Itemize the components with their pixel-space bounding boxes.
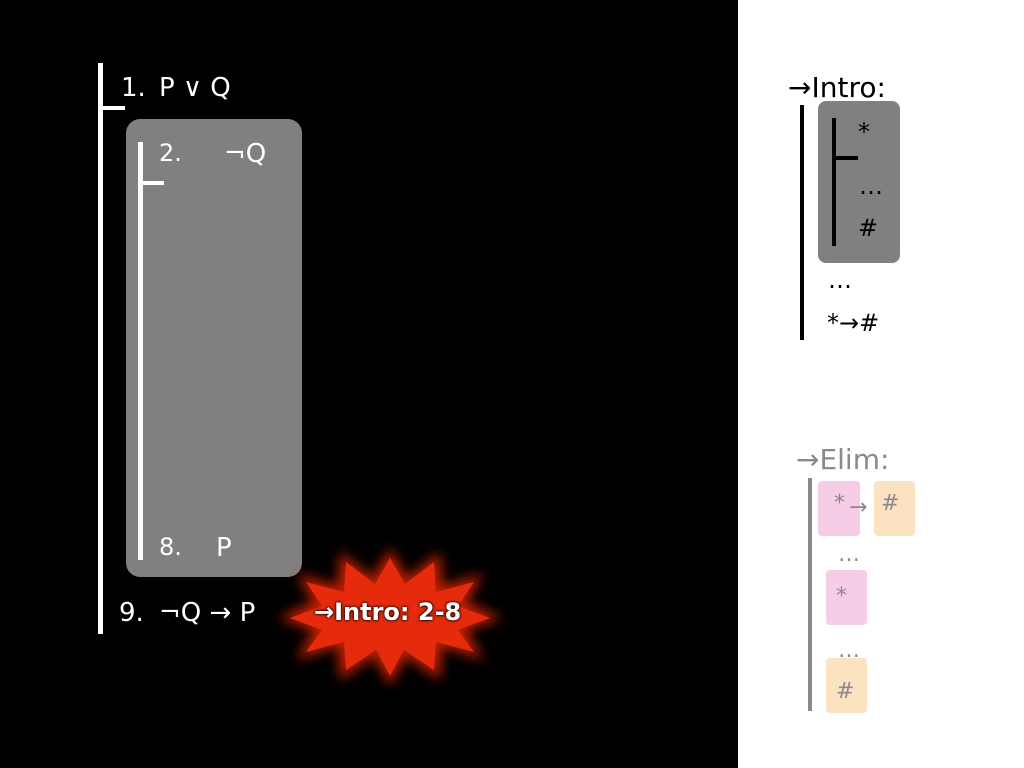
line-8-formula: P <box>216 533 232 563</box>
elim-antecedent-highlight <box>818 481 860 536</box>
intro-assumption: * <box>858 118 870 146</box>
line-9-number: 9. <box>119 598 144 628</box>
line-1-number: 1. <box>121 73 146 103</box>
elim-premise-highlight <box>826 570 867 625</box>
justification-label: →Intro: 2-8 <box>314 598 462 626</box>
intro-outer-scope-line <box>800 105 804 340</box>
elim-result: # <box>836 679 855 704</box>
main-scope-line <box>98 63 103 634</box>
intro-inner-result: # <box>858 214 879 242</box>
intro-subproof-box <box>818 101 900 263</box>
line-2-formula: ¬Q <box>224 139 267 169</box>
elim-result-highlight <box>826 658 867 713</box>
line-9-formula: ¬Q → P <box>159 598 256 628</box>
elim-conditional-antecedent: * <box>834 491 845 516</box>
intro-inner-premise-bar <box>832 156 858 160</box>
elim-conditional-arrow: → <box>849 495 868 520</box>
burst-shape <box>290 558 490 676</box>
subproof-box <box>126 119 302 577</box>
elim-consequent-highlight <box>874 481 915 536</box>
subproof-premise-bar <box>138 181 164 185</box>
intro-rule-title: →Intro: <box>788 71 886 104</box>
line-1-formula: P ∨ Q <box>159 73 231 103</box>
line-2-number: 2. <box>159 139 182 167</box>
elim-scope-line <box>808 478 812 711</box>
intro-inner-dots: … <box>859 172 883 200</box>
elim-premise: * <box>836 584 847 609</box>
elim-rule-title: →Elim: <box>796 443 890 476</box>
intro-inner-scope-line <box>832 118 836 246</box>
subproof-scope-line <box>138 142 143 560</box>
proof-panel: 1. P ∨ Q 2. ¬Q 8. P 9. ¬Q → P →Intro: 2-… <box>0 0 738 768</box>
justification-burst <box>278 548 502 686</box>
elim-dots-1: … <box>838 542 860 567</box>
elim-conditional-consequent: # <box>881 491 900 516</box>
elim-dots-2: … <box>838 638 860 663</box>
main-premise-bar <box>98 106 125 110</box>
intro-outer-dots: … <box>828 266 852 294</box>
line-8-number: 8. <box>159 533 182 561</box>
intro-conclusion: *→# <box>827 309 880 337</box>
